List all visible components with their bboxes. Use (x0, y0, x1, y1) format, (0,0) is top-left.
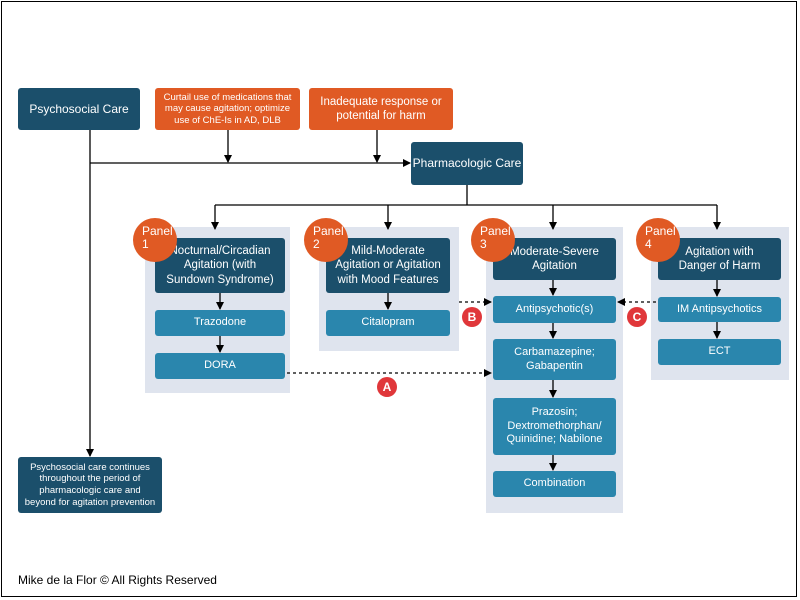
connector-a-badge: A (377, 377, 397, 397)
panel-2-badge-word: Panel (313, 224, 344, 238)
trazodone-box: Trazodone (155, 310, 285, 336)
panel-2-title: Mild-Moderate Agitation or Agitation wit… (326, 238, 450, 293)
copyright-credit: Mike de la Flor © All Rights Reserved (18, 573, 217, 587)
panel-3-badge-num: 3 (480, 236, 487, 251)
ect-box: ECT (658, 339, 781, 365)
curtail-medications-box: Curtail use of medications that may caus… (155, 88, 300, 130)
antipsychotics-box: Antipsychotic(s) (493, 296, 616, 323)
im-antipsychotics-box: IM Antipsychotics (658, 297, 781, 322)
prazosin-box: Prazosin; Dextromethorphan/ Quinidine; N… (493, 398, 616, 455)
panel-3-badge-word: Panel (480, 224, 511, 238)
dora-box: DORA (155, 353, 285, 379)
panel-4-badge-word: Panel (645, 224, 676, 238)
panel-4-badge-num: 4 (645, 236, 652, 251)
panel-1-title: Nocturnal/Circadian Agitation (with Sund… (155, 238, 285, 293)
connector-b-badge: B (462, 307, 482, 327)
combination-box: Combination (493, 471, 616, 497)
citalopram-box: Citalopram (326, 310, 450, 336)
pharmacologic-care-box: Pharmacologic Care (411, 142, 523, 185)
carbamazepine-gabapentin-box: Carbamazepine; Gabapentin (493, 339, 616, 380)
panel-2-badge-num: 2 (313, 236, 320, 251)
psychosocial-continues-box: Psychosocial care continues throughout t… (18, 457, 162, 513)
panel-1-badge-num: 1 (142, 236, 149, 251)
psychosocial-care-box: Psychosocial Care (18, 88, 140, 130)
inadequate-response-box: Inadequate response or potential for har… (309, 88, 453, 130)
panel-1-badge-word: Panel (142, 224, 173, 238)
connector-c-badge: C (627, 307, 647, 327)
